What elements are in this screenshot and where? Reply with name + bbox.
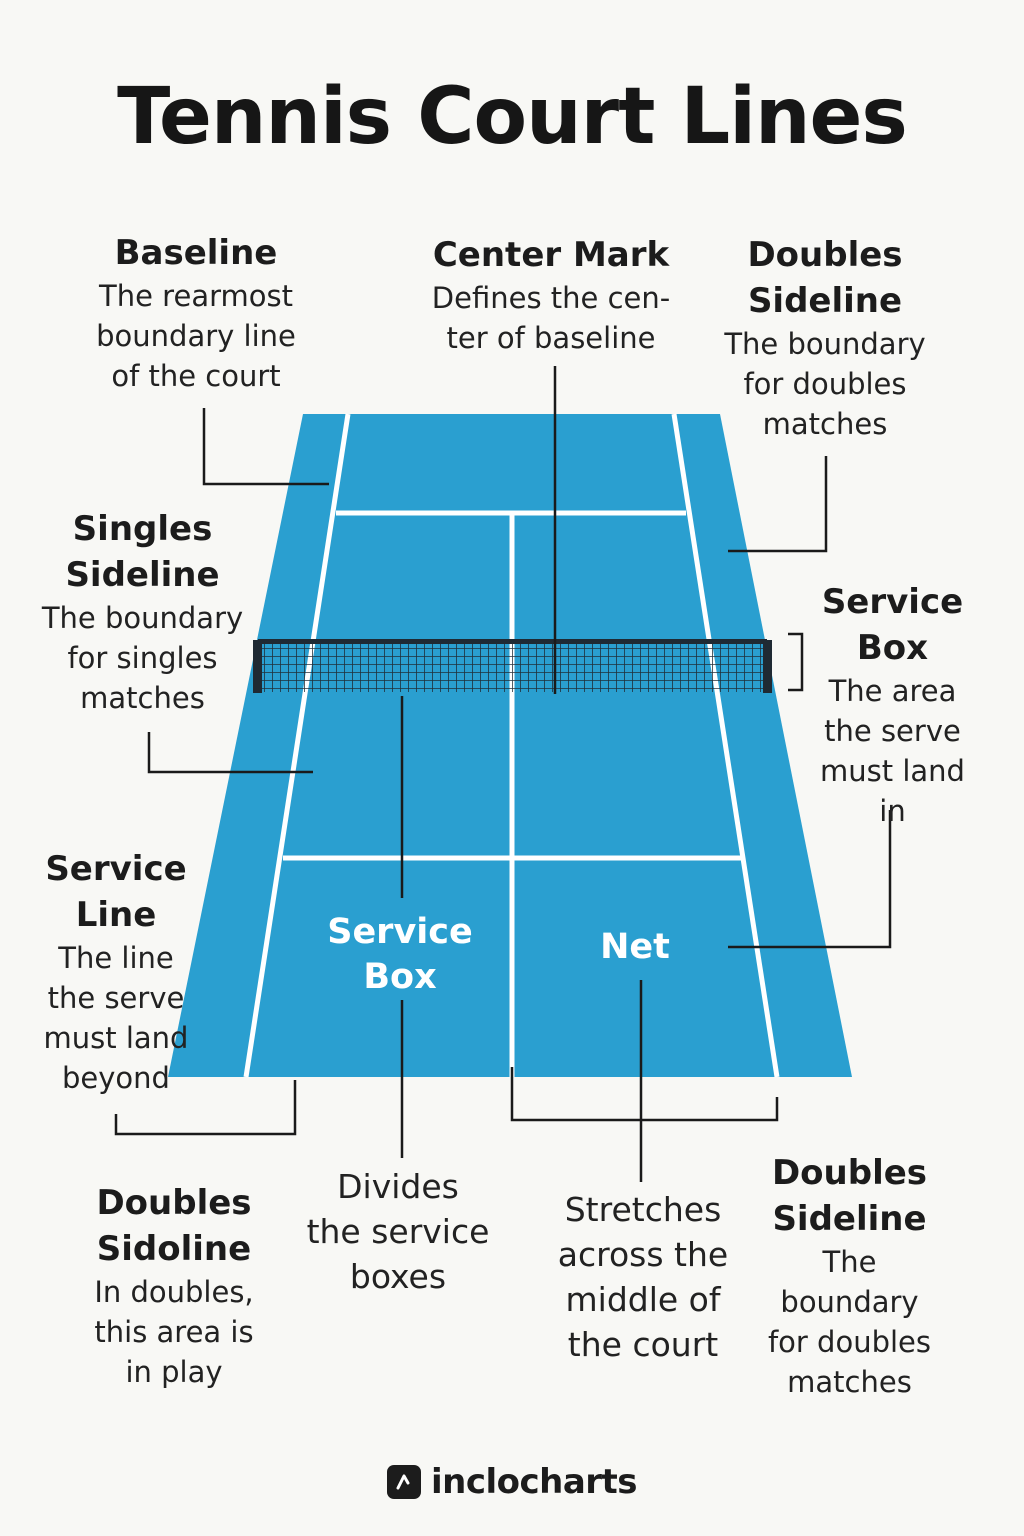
chart-logo-icon bbox=[386, 1465, 421, 1499]
court-label-net: Net bbox=[560, 925, 710, 970]
leader-singles-sideline bbox=[147, 732, 313, 774]
label-center-mark-line: ter of baseline bbox=[446, 321, 656, 355]
label-doubles-sidoline-line: In doubles, bbox=[94, 1275, 254, 1309]
label-service-box-right-line: must land bbox=[820, 754, 965, 788]
label-doubles-sideline-bottom: Doubles Sideline The boundary for double… bbox=[742, 1150, 957, 1402]
label-stretches-line: across the bbox=[557, 1235, 729, 1274]
label-baseline-heading: Baseline bbox=[114, 233, 278, 273]
label-stretches: Stretches across the middle of the court bbox=[532, 1187, 754, 1367]
label-service-line-line: must land bbox=[43, 1021, 189, 1055]
label-singles-sideline-heading: Sideline bbox=[65, 555, 220, 595]
label-doubles-sideline-top: Doubles Sideline The boundary for double… bbox=[700, 232, 950, 444]
label-doubles-sideline-top-line: matches bbox=[762, 407, 888, 441]
label-stretches-line: middle of bbox=[565, 1280, 721, 1319]
label-divides-line: boxes bbox=[349, 1257, 447, 1296]
label-divides-line: Divides bbox=[337, 1167, 459, 1206]
leader-service-line bbox=[114, 1080, 297, 1136]
label-doubles-sideline-top-line: for doubles bbox=[743, 367, 907, 401]
label-service-box-right-line: The area bbox=[828, 674, 957, 708]
label-doubles-sidoline-line: in play bbox=[125, 1355, 223, 1389]
label-service-box-right-line: in bbox=[879, 794, 906, 828]
label-center-mark: Center Mark Defines the cen- ter of base… bbox=[411, 232, 691, 358]
label-singles-sideline-line: matches bbox=[80, 681, 205, 715]
leader-service-box-right bbox=[728, 810, 892, 949]
label-center-mark-line: Defines the cen- bbox=[431, 281, 671, 315]
label-divides-line: the service bbox=[306, 1212, 490, 1251]
net bbox=[253, 639, 772, 693]
label-doubles-sidoline-line: this area is bbox=[94, 1315, 254, 1349]
label-stretches-line: the court bbox=[567, 1325, 719, 1364]
singles-sideline-left bbox=[243, 413, 351, 1078]
page-title: Tennis Court Lines bbox=[117, 72, 908, 162]
label-service-line-heading: Line bbox=[75, 895, 157, 935]
label-service-box-right-line: the serve bbox=[824, 714, 961, 748]
label-service-line-line: beyond bbox=[62, 1061, 170, 1095]
label-doubles-sideline-top-heading: Sideline bbox=[747, 281, 903, 321]
label-doubles-sideline-bottom-line: boundary bbox=[780, 1285, 919, 1319]
label-singles-sideline: Singles Sideline The boundary for single… bbox=[20, 506, 265, 718]
net-mesh bbox=[258, 641, 767, 692]
court-label-service-box-line: Service bbox=[327, 912, 473, 952]
brand-logo: inclocharts bbox=[0, 1462, 1024, 1502]
label-doubles-sidoline-heading: Sidoline bbox=[96, 1229, 252, 1269]
label-service-line-line: the serve bbox=[47, 981, 185, 1015]
label-baseline-line: of the court bbox=[111, 359, 281, 393]
leader-doubles-sideline-top bbox=[728, 456, 828, 553]
label-stretches-line: Stretches bbox=[564, 1190, 722, 1229]
label-doubles-sidoline: Doubles Sidoline In doubles, this area i… bbox=[50, 1180, 298, 1392]
label-doubles-sideline-bottom-line: The bbox=[822, 1245, 877, 1279]
label-service-line: Service Line The line the serve must lan… bbox=[18, 846, 214, 1098]
label-doubles-sideline-bottom-heading: Sideline bbox=[772, 1199, 927, 1239]
label-service-line-line: The line bbox=[58, 941, 174, 975]
leader-baseline bbox=[202, 408, 329, 486]
label-doubles-sideline-top-line: The boundary bbox=[724, 327, 926, 361]
net-top-band bbox=[258, 639, 767, 644]
label-doubles-sidoline-heading: Doubles bbox=[96, 1183, 252, 1223]
label-divides: Divides the service boxes bbox=[282, 1164, 514, 1299]
court-label-service-box: Service Box bbox=[300, 910, 500, 1000]
label-doubles-sideline-top-heading: Doubles bbox=[747, 235, 903, 275]
label-baseline: Baseline The rearmost boundary line of t… bbox=[66, 230, 326, 396]
label-singles-sideline-line: for singles bbox=[67, 641, 218, 675]
brand-logo-text: inclocharts bbox=[430, 1462, 638, 1502]
label-singles-sideline-heading: Singles bbox=[72, 509, 213, 549]
leader-doubles-sideline-bottom bbox=[510, 1067, 779, 1122]
label-baseline-line: boundary line bbox=[96, 319, 296, 353]
label-center-mark-heading: Center Mark bbox=[432, 235, 670, 275]
net-post-right bbox=[763, 640, 772, 693]
label-service-box-right-heading: Service bbox=[821, 582, 964, 622]
label-doubles-sideline-bottom-line: matches bbox=[787, 1365, 912, 1399]
court-label-net-text: Net bbox=[600, 927, 670, 967]
label-singles-sideline-line: The boundary bbox=[41, 601, 244, 635]
label-doubles-sideline-bottom-heading: Doubles bbox=[771, 1153, 928, 1193]
label-baseline-line: The rearmost bbox=[99, 279, 293, 313]
singles-sideline-right bbox=[671, 413, 780, 1078]
label-doubles-sideline-bottom-line: for doubles bbox=[767, 1325, 932, 1359]
label-service-box-right: Service Box The area the serve must land… bbox=[800, 579, 985, 831]
court-label-service-box-line: Box bbox=[363, 957, 437, 997]
net-post-left bbox=[253, 640, 262, 693]
leader-service-box-bracket bbox=[788, 632, 804, 692]
label-service-line-heading: Service bbox=[45, 849, 187, 889]
label-service-box-right-heading: Box bbox=[856, 628, 929, 668]
